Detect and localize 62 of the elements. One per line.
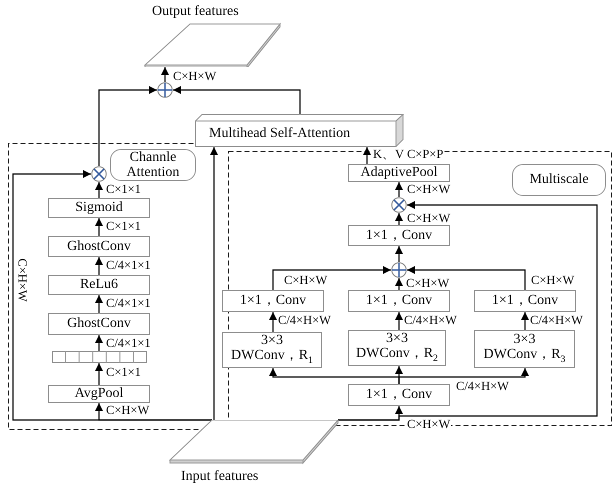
arrow bbox=[210, 147, 218, 420]
arrow bbox=[98, 86, 157, 166]
edge-label: C×H×W bbox=[406, 212, 452, 224]
edge-label: C×H×W bbox=[405, 277, 450, 290]
edge-label: C×H×W bbox=[172, 70, 218, 82]
edge-label: C×1×1 bbox=[105, 366, 142, 378]
arrow bbox=[363, 147, 371, 164]
edge-label: C×H×W bbox=[16, 257, 28, 303]
arrow bbox=[95, 295, 103, 313]
edge-label: C/4×1×1 bbox=[105, 337, 152, 350]
edge-label: C×1×1 bbox=[105, 183, 142, 196]
arrow bbox=[269, 312, 277, 332]
process-box: GhostConv bbox=[48, 236, 150, 257]
process-box: AdaptivePool bbox=[348, 164, 450, 182]
process-box: 3×3 DWConv，R$_{3}$ bbox=[474, 330, 575, 368]
arrow bbox=[395, 312, 403, 330]
process-box: 1×1，Conv bbox=[348, 290, 450, 312]
plane-caption: Input features bbox=[181, 470, 258, 484]
arrow bbox=[395, 246, 403, 262]
arrow bbox=[173, 86, 301, 114]
arrow bbox=[395, 278, 403, 290]
process-box: 3×3 DWConv，R$_{1}$ bbox=[222, 332, 322, 368]
edge-label: C/4×H×W bbox=[403, 314, 458, 326]
edge-label: C×H×W bbox=[406, 418, 452, 430]
edge-label: C×H×W bbox=[105, 404, 150, 416]
arrow bbox=[95, 363, 103, 385]
arrow bbox=[95, 182, 103, 198]
arrow bbox=[338, 201, 598, 421]
module-tag: Multiscale bbox=[512, 164, 606, 196]
arrow bbox=[521, 312, 529, 330]
edge-label: C/4×H×W bbox=[455, 380, 510, 392]
edge-label: C×H×W bbox=[530, 274, 576, 286]
arrow bbox=[395, 182, 403, 197]
arrow bbox=[95, 335, 103, 351]
plane-caption: Output features bbox=[152, 5, 239, 19]
process-box: Sigmoid bbox=[48, 198, 150, 218]
arrow bbox=[407, 266, 526, 290]
process-box: ReLu6 bbox=[48, 275, 150, 295]
process-box: 1×1，Conv bbox=[474, 290, 576, 312]
process-box: AvgPool bbox=[48, 385, 150, 403]
arrow bbox=[395, 213, 403, 225]
arrow bbox=[12, 170, 212, 421]
process-box: 1×1，Conv bbox=[348, 225, 450, 246]
process-box: 1×1，Conv bbox=[222, 290, 324, 312]
edge-label: K、V C×P×P bbox=[372, 148, 444, 160]
process-box: 3×3 DWConv，R$_{2}$ bbox=[348, 330, 446, 366]
edge-label: C×H×W bbox=[406, 183, 452, 196]
edge-label: C×H×W bbox=[283, 274, 328, 286]
arrow bbox=[95, 257, 103, 275]
block-label: Multihead Self-Attention bbox=[209, 127, 350, 141]
edge-label: C/4×H×W bbox=[277, 314, 332, 326]
process-box: 1×1，Conv bbox=[348, 384, 450, 406]
edge-label: C×1×1 bbox=[105, 220, 142, 232]
edge-label: C/4×H×W bbox=[529, 314, 584, 326]
arrow bbox=[95, 218, 103, 236]
edge-label: C/4×1×1 bbox=[105, 259, 152, 272]
arrow bbox=[398, 368, 529, 384]
arrow bbox=[272, 266, 391, 290]
process-box: GhostConv bbox=[48, 313, 150, 335]
arrow bbox=[161, 67, 169, 82]
module-tag: Channle Attention bbox=[110, 149, 196, 181]
edge-label: C/4×1×1 bbox=[105, 297, 152, 310]
